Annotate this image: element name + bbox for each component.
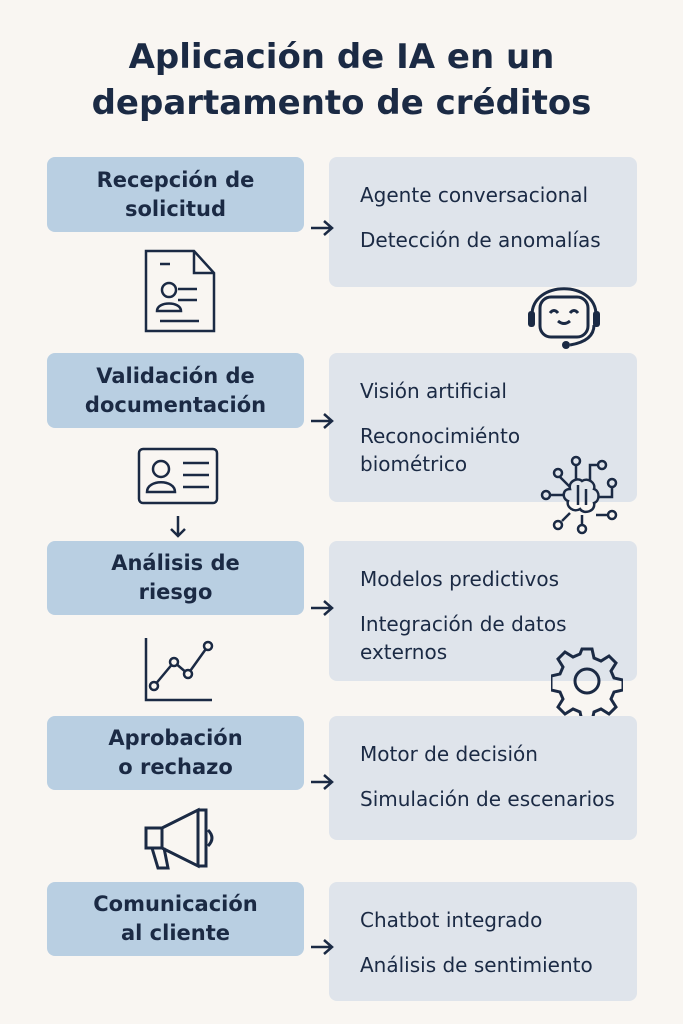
stage-label: Recepción de <box>96 167 255 192</box>
line-chart-icon <box>144 638 214 702</box>
tools-comunicacion: Chatbot integrado Análisis de sentimient… <box>329 882 637 1001</box>
tool-item: Integración de datos externos <box>360 612 567 664</box>
stage-recepcion: Recepción de solicitud <box>47 157 304 232</box>
stage-label: riesgo <box>138 580 213 604</box>
brain-circuit-icon <box>540 455 618 535</box>
arrow-down-icon <box>170 516 186 538</box>
tool-item: Análisis de sentimiento <box>360 953 593 977</box>
arrow-right-icon <box>311 600 334 616</box>
tools-recepcion: Agente conversacional Detección de anoma… <box>329 157 637 287</box>
stage-label: o rechazo <box>118 755 233 779</box>
tool-item: Agente conversacional <box>360 183 589 207</box>
tools-analisis: Modelos predictivos Integración de datos… <box>329 541 637 681</box>
tool-item: Chatbot integrado <box>360 908 543 932</box>
stage-analisis: Análisis de riesgo <box>47 541 304 615</box>
tool-item: Detección de anomalías <box>360 228 601 252</box>
tools-validacion: Visión artificial Reconocimiénto biométr… <box>329 353 637 502</box>
robot-headset-icon <box>528 287 600 349</box>
arrow-right-icon <box>311 220 334 236</box>
id-card-icon <box>137 447 219 505</box>
stage-label: Comunicación <box>93 892 258 916</box>
stage-label: Aprobación <box>108 726 243 750</box>
arrow-right-icon <box>311 939 334 955</box>
title-line-2: departamento de créditos <box>91 83 592 123</box>
stage-label: solicitud <box>125 196 226 221</box>
stage-label: al cliente <box>121 921 230 945</box>
stage-aprobacion: Aprobación o rechazo <box>47 716 304 790</box>
stage-label: documentación <box>84 392 267 417</box>
tool-item: Motor de decisión <box>360 742 538 766</box>
megaphone-icon <box>144 807 214 870</box>
page-title: Aplicación de IA en un departamento de c… <box>0 34 683 126</box>
stage-label: Análisis de <box>111 551 240 575</box>
arrow-right-icon <box>311 774 334 790</box>
tool-item: Modelos predictivos <box>360 567 559 591</box>
tool-item: Simulación de escenarios <box>360 787 615 811</box>
tool-item: Visión artificial <box>360 379 507 403</box>
stage-comunicacion: Comunicación al cliente <box>47 882 304 956</box>
document-person-icon <box>144 249 216 333</box>
gear-icon <box>551 647 623 717</box>
title-line-1: Aplicación de IA en un <box>128 37 555 77</box>
arrow-right-icon <box>311 413 334 429</box>
tools-aprobacion: Motor de decisión Simulación de escenari… <box>329 716 637 840</box>
stage-validacion: Validación de documentación <box>47 353 304 428</box>
stage-label: Validación de <box>96 363 255 388</box>
tool-item: Reconocimiénto biométrico <box>360 424 521 476</box>
